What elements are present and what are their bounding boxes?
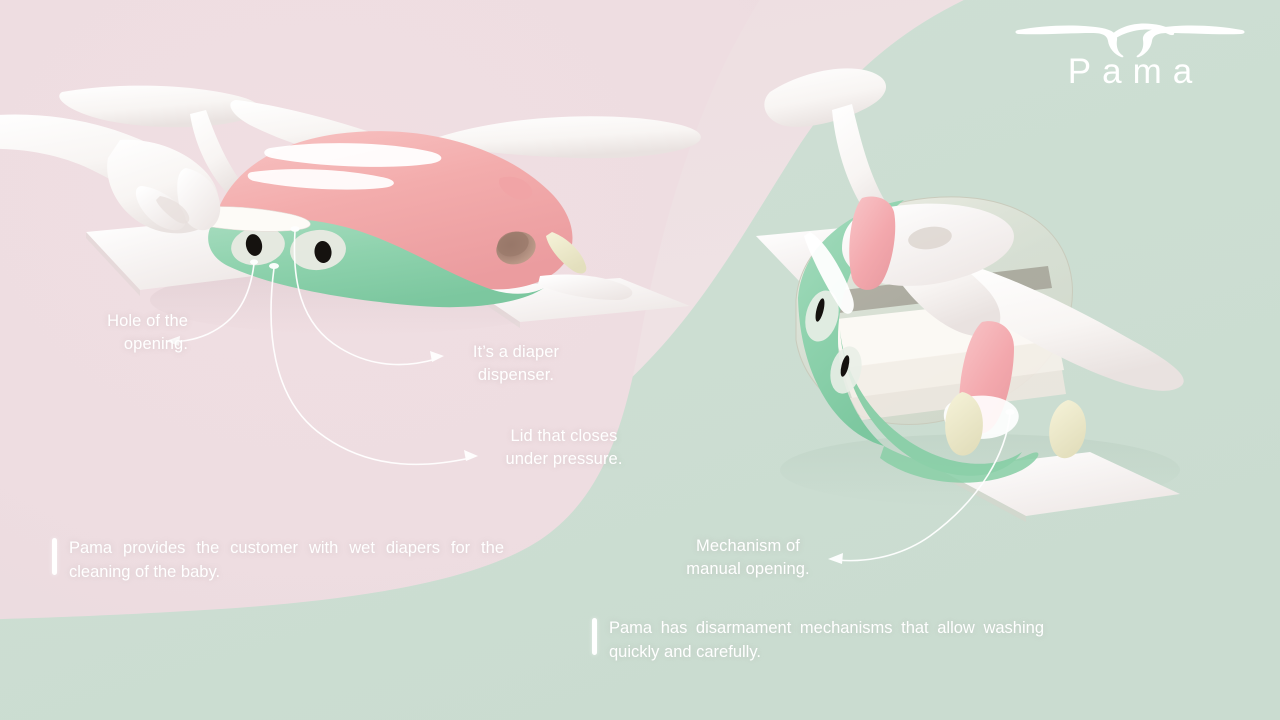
left-rear-wing-stem: [190, 110, 248, 202]
left-top-wing: [430, 116, 701, 159]
left-side-slot: [247, 169, 394, 190]
arrowhead-lid-closes: [464, 450, 478, 461]
right-ivory-fin-2: [1049, 400, 1087, 459]
right-base-plate-front-edge: [940, 470, 1026, 522]
leader-line-lid-closes: [270, 267, 471, 466]
right-long-wing: [944, 262, 1184, 391]
right-pink-post-upper: [849, 196, 896, 290]
right-ivory-fin-1: [945, 392, 983, 456]
annotation-mechanism-of-manual-opening: Mechanism of manual opening.: [686, 537, 810, 579]
arrowhead-mechanism: [828, 553, 843, 564]
left-body-green: [208, 217, 544, 308]
annotation-its-a-diaper-dispenser: It’s a diaper dispenser.: [472, 343, 560, 385]
right-product-pupil-2: [840, 355, 850, 377]
annotation-lid-that-closes-under-pressure: Lid that closes under pressure.: [505, 427, 623, 469]
right-lid-finger-hole: [908, 226, 952, 250]
right-inner-blade: [804, 232, 854, 314]
left-ear-bump: [498, 176, 533, 200]
left-base-plate-front: [470, 278, 690, 322]
bird-wings-icon: [1015, 23, 1245, 58]
brand-name: Pama: [1067, 52, 1204, 91]
left-pupil: [245, 234, 263, 256]
left-tail-fin: [538, 274, 633, 300]
anchor-dot-slot: [290, 226, 300, 232]
right-upright-wing: [764, 68, 887, 127]
caption-wet-diapers-text: Pama provides the customer with wet diap…: [69, 539, 504, 582]
arrowhead-diaper-dispenser: [430, 351, 444, 362]
leader-line-diaper-dispenser: [293, 230, 437, 366]
leader-line-mechanism: [837, 413, 1011, 562]
right-pupil: [314, 241, 332, 263]
snout-hole-inner: [497, 231, 529, 257]
leader-lines: [166, 226, 1015, 564]
left-rear-wing: [59, 85, 261, 128]
leader-line-hole-of-opening: [171, 263, 255, 343]
caption-accent-bar: [592, 618, 597, 655]
right-product: [756, 68, 1184, 522]
left-top-slot: [264, 143, 442, 167]
anchor-dot-mechanism: [1005, 409, 1015, 415]
hand-pulling-wipe: [0, 114, 221, 234]
right-green-rim-lower: [840, 330, 1022, 476]
hand-finger-gap: [156, 196, 190, 224]
arrowhead-hole-of-opening: [166, 336, 180, 346]
right-product-pupil-1: [815, 298, 825, 322]
brand-logo: Pama: [1014, 14, 1246, 98]
right-green-base-disc: [880, 446, 1039, 483]
right-product-eye-patch-1: [805, 290, 839, 342]
caption-wet-diapers: Pama provides the customer with wet diap…: [52, 536, 504, 585]
anchor-dot-nose: [269, 263, 279, 269]
anchor-dot-eye-left: [250, 259, 258, 265]
left-product: [0, 85, 701, 334]
left-beak-fin: [546, 232, 587, 274]
left-base-plate-back-edge: [86, 232, 140, 296]
caption-disarmament: Pama has disarmament mechanisms that all…: [592, 616, 1044, 665]
caption-accent-bar: [52, 538, 57, 575]
hand-thumb: [135, 186, 186, 231]
caption-disarmament-text: Pama has disarmament mechanisms that all…: [609, 619, 1044, 662]
annotation-hole-of-the-opening: Hole of the opening.: [107, 312, 188, 354]
